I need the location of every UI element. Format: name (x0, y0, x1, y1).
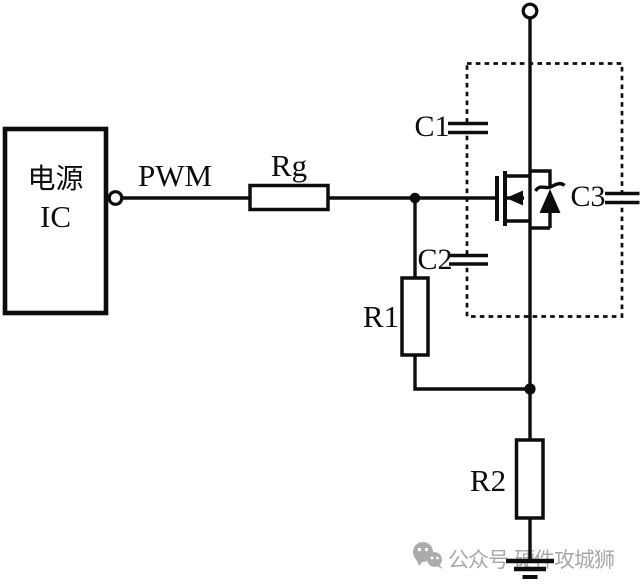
body-diode (530, 169, 566, 230)
power-ic-box (2, 126, 109, 316)
c1-dielectric-gap (461, 125, 473, 131)
mosfet-symbol (495, 171, 530, 226)
capacitor-c3: C3 (570, 180, 640, 213)
body-diode-top-link (530, 169, 552, 186)
resistor-r2: R2 (470, 438, 545, 520)
c2-dielectric-gap (461, 257, 473, 263)
mosfet-arrow (506, 190, 523, 206)
c1-label: C1 (414, 110, 449, 143)
r2-label: R2 (470, 463, 506, 498)
gate-junction-dot (409, 192, 421, 204)
r1-body (400, 276, 430, 357)
capacitor-c1: C1 (414, 110, 488, 143)
resistor-r1: R1 (363, 276, 430, 357)
body-diode-triangle (539, 189, 561, 213)
wechat-icon (413, 542, 443, 569)
ic-output-terminal (107, 190, 124, 206)
c3-label: C3 (570, 180, 605, 213)
c2-label: C2 (417, 243, 452, 276)
ground-symbol (506, 558, 554, 579)
r1-label: R1 (363, 299, 399, 334)
body-diode-cathode-bar (534, 181, 566, 193)
top-terminal (521, 2, 539, 20)
power-ic-block: 电源 IC (2, 126, 109, 316)
dashed-parasitic-box (465, 62, 624, 318)
capacitor-c2: C2 (417, 243, 488, 276)
gate-resistor-rg: Rg (248, 148, 330, 212)
r1-bottom-wire (413, 355, 530, 391)
rg-body (248, 183, 330, 212)
r2-body (514, 438, 545, 520)
power-ic-label-line2: IC (40, 199, 71, 234)
pwm-label: PWM (138, 158, 212, 193)
power-ic-label-line1: 电源 (27, 163, 83, 195)
body-diode-bottom-link (530, 213, 552, 230)
rg-label: Rg (271, 148, 307, 183)
c3-dielectric-gap (616, 195, 628, 201)
source-junction-dot (524, 383, 536, 395)
